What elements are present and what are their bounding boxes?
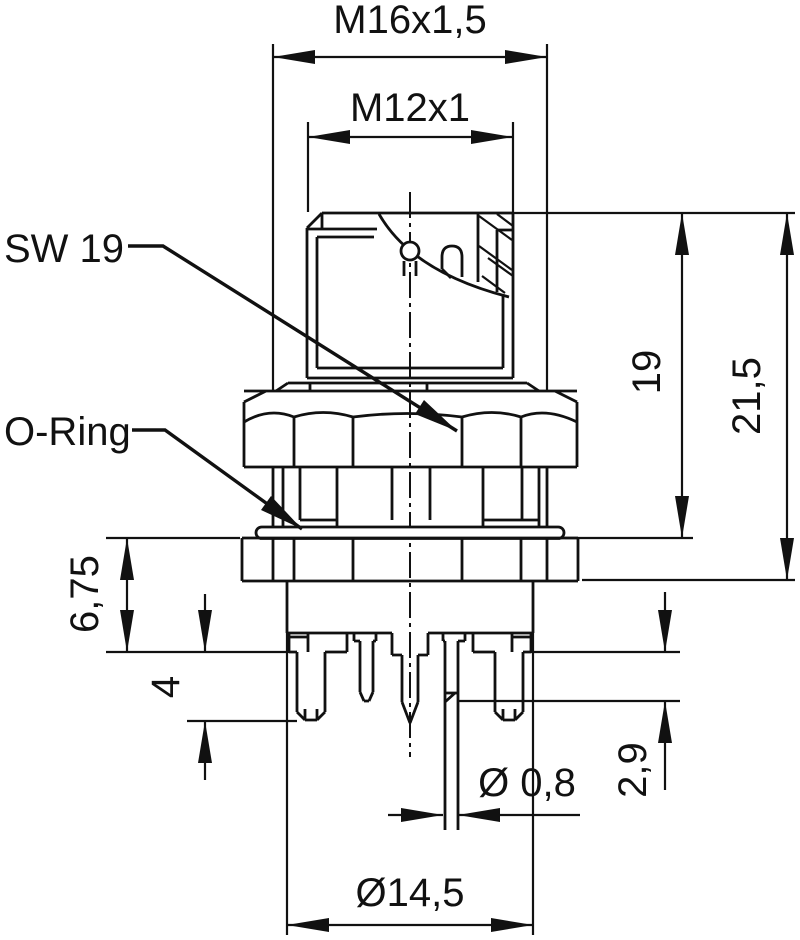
arrowhead xyxy=(120,610,134,652)
coupling-thread-body xyxy=(305,211,515,380)
hex-chamfer-arcs xyxy=(243,411,578,424)
extension-lines xyxy=(106,44,795,935)
arrowhead xyxy=(198,610,212,652)
pin-thin-long xyxy=(443,641,460,830)
arrowhead xyxy=(458,808,500,822)
hex-nut xyxy=(242,389,579,469)
callout-sw19: SW 19 xyxy=(4,227,458,433)
hex-outline xyxy=(242,389,579,469)
dim-label-m16: M16x1,5 xyxy=(333,0,486,42)
arrowhead xyxy=(471,130,513,144)
dim-label-21-5: 21,5 xyxy=(725,357,769,435)
arrowhead xyxy=(273,50,315,64)
leader-arrowhead xyxy=(261,496,302,529)
locking-washer xyxy=(275,381,540,393)
arrowhead xyxy=(780,213,794,255)
arrowhead xyxy=(287,918,329,932)
pin-center-needle xyxy=(400,655,420,724)
section-hatching xyxy=(478,213,514,294)
arrowhead xyxy=(780,538,794,580)
arrowhead xyxy=(308,130,350,144)
contact-hole xyxy=(399,240,421,262)
label-sw19: SW 19 xyxy=(4,227,124,271)
dimension-2-9: 2,9 xyxy=(611,592,672,798)
arrowhead xyxy=(491,918,533,932)
arrowhead xyxy=(401,808,443,822)
arrowhead xyxy=(505,50,547,64)
pin-left xyxy=(295,652,327,722)
dimension-19: 19 xyxy=(625,213,689,538)
pin-small xyxy=(358,641,375,703)
dimension-0-8: Ø 0,8 xyxy=(388,761,580,822)
dim-label-2-9: 2,9 xyxy=(611,742,655,798)
arrowhead xyxy=(658,610,672,652)
dim-label-14-5: Ø14,5 xyxy=(356,871,465,915)
dimension-m12: M12x1 xyxy=(308,86,513,144)
arrowhead xyxy=(198,721,212,763)
label-o-ring: O-Ring xyxy=(4,410,131,454)
dimension-m16: M16x1,5 xyxy=(273,0,547,64)
pin-collars xyxy=(287,633,533,654)
dim-label-19: 19 xyxy=(625,350,669,395)
contact-details xyxy=(402,244,464,279)
pin-right xyxy=(493,652,525,722)
mounting-thread-neck xyxy=(271,467,549,528)
dimension-21-5: 21,5 xyxy=(725,213,794,580)
dim-label-0-8: Ø 0,8 xyxy=(478,761,576,805)
barrel-outline xyxy=(305,211,515,380)
arrowhead xyxy=(675,213,689,255)
leader-arrowhead xyxy=(415,400,457,431)
leader-line xyxy=(128,244,458,433)
dimension-6-75: 6,75 xyxy=(63,538,134,652)
dimension-4: 4 xyxy=(144,594,212,780)
dim-label-4: 4 xyxy=(144,676,188,698)
insert-body xyxy=(285,581,535,657)
section-break-arc xyxy=(377,213,510,299)
dim-label-6-75: 6,75 xyxy=(63,555,107,633)
leader-line xyxy=(132,428,303,531)
dimension-14-5: Ø14,5 xyxy=(287,871,533,932)
solder-pins xyxy=(295,641,525,830)
callout-o-ring: O-Ring xyxy=(4,410,303,531)
mounting-flange xyxy=(240,536,580,583)
arrowhead xyxy=(675,496,689,538)
arrowhead xyxy=(658,701,672,743)
arrowhead xyxy=(120,538,134,580)
dim-label-m12: M12x1 xyxy=(350,86,470,130)
insert-outline xyxy=(285,581,535,657)
